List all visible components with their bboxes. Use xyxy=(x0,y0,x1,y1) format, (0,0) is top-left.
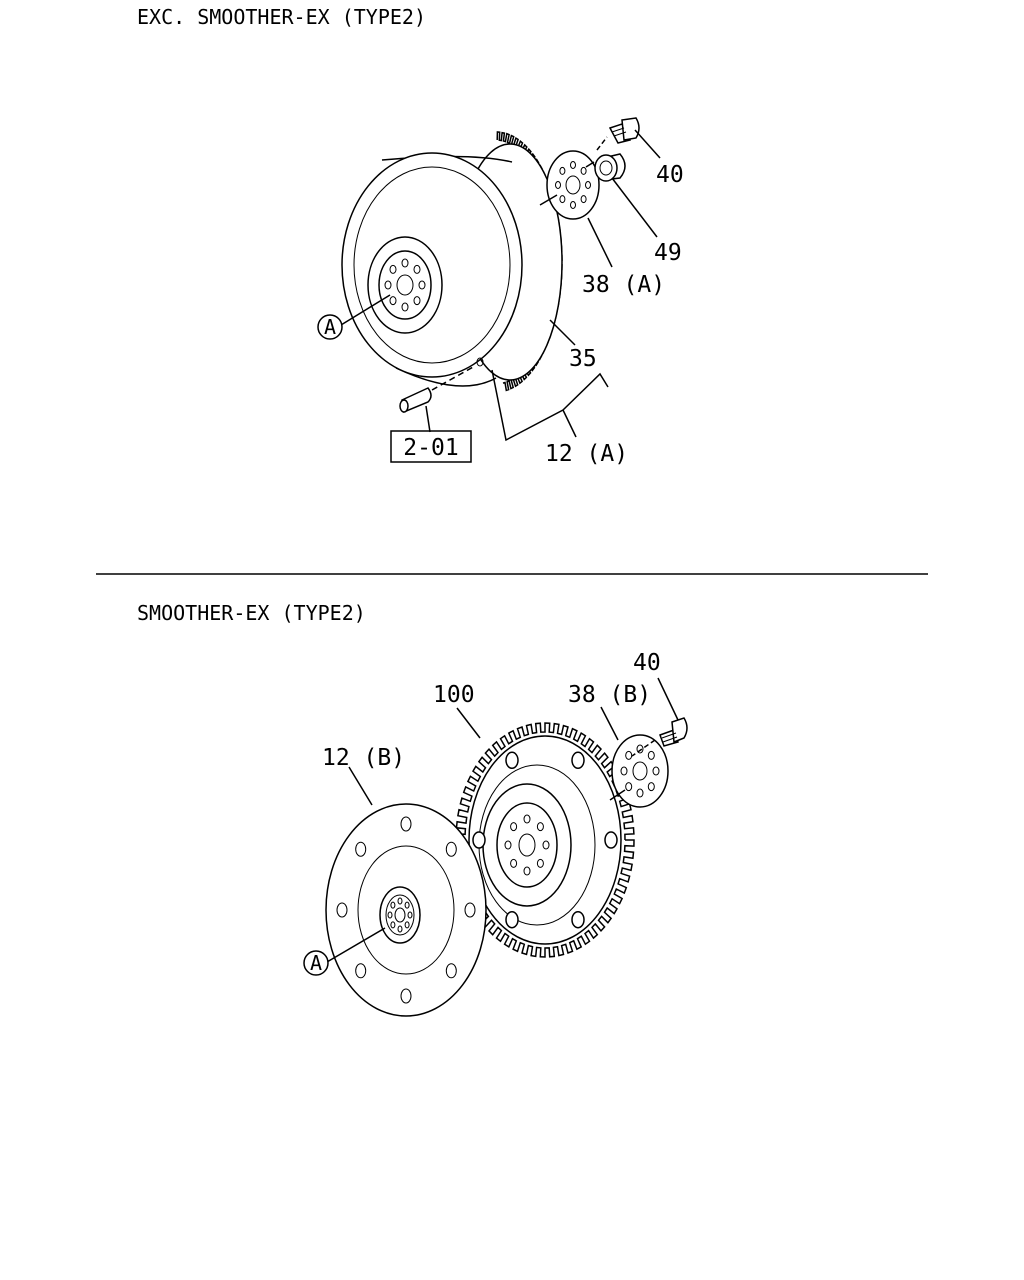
pilot-bearing-49 xyxy=(594,153,626,182)
ref-box-2-01: 2-01 xyxy=(390,430,472,463)
top-section-title: EXC. SMOOTHER-EX (TYPE2) xyxy=(137,5,426,29)
leader-lines-bottom xyxy=(326,677,679,963)
ring-gear-100 xyxy=(455,722,635,958)
callout-35: 35 xyxy=(569,346,597,372)
marker-a-top: A xyxy=(317,314,343,340)
callout-40-bottom: 40 xyxy=(633,650,661,676)
callout-40-top: 40 xyxy=(656,162,684,188)
washer-plate-38b xyxy=(611,734,669,808)
svg-text:2-01: 2-01 xyxy=(403,435,458,461)
callout-100: 100 xyxy=(433,682,475,708)
bolt-40-bottom xyxy=(659,717,688,747)
leader-lines-top xyxy=(340,129,661,442)
flywheel-assembly-top xyxy=(341,143,563,387)
callout-38b: 38 (B) xyxy=(568,682,651,708)
dowel-pin xyxy=(399,387,432,414)
washer-plate-38a xyxy=(546,150,600,220)
callout-12a: 12 (A) xyxy=(545,441,628,467)
callout-12b: 12 (B) xyxy=(322,745,405,771)
svg-text:A: A xyxy=(310,951,322,975)
bolt-40-top xyxy=(608,117,640,144)
bottom-section-title: SMOOTHER-EX (TYPE2) xyxy=(137,601,366,625)
callout-49: 49 xyxy=(654,240,682,266)
drive-plate-12b xyxy=(325,803,487,1017)
svg-text:A: A xyxy=(324,315,336,339)
marker-a-bottom: A xyxy=(303,950,329,976)
callout-38a: 38 (A) xyxy=(582,272,665,298)
